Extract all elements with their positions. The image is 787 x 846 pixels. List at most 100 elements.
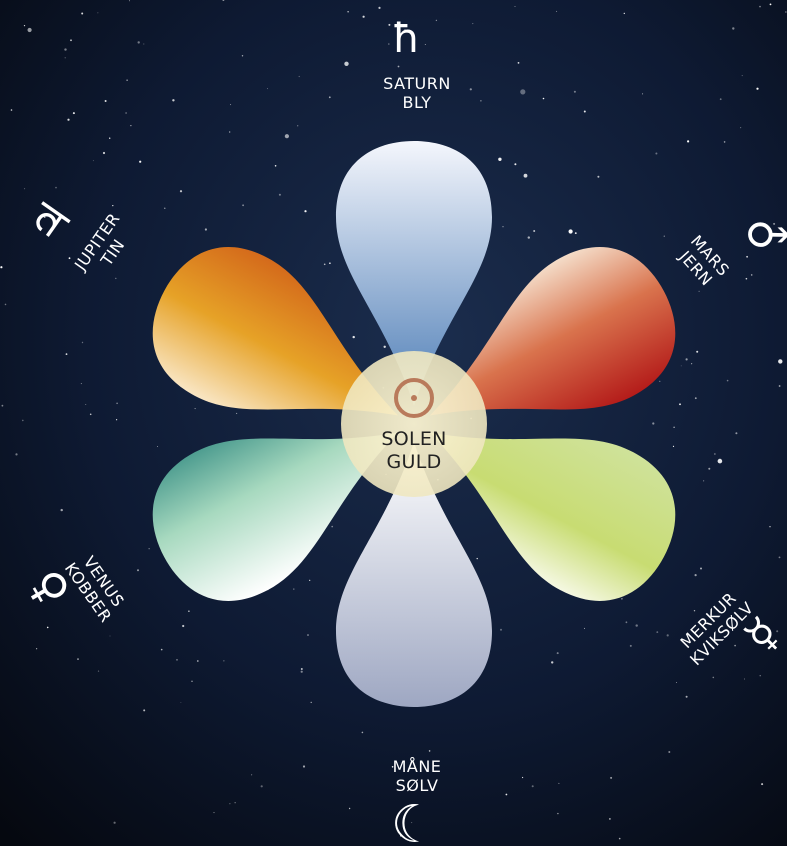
star <box>267 88 268 89</box>
star <box>676 682 677 683</box>
star <box>734 645 736 647</box>
star <box>64 48 66 50</box>
star <box>384 346 386 348</box>
star <box>667 634 669 636</box>
star <box>24 25 25 26</box>
star <box>636 624 638 626</box>
star <box>98 671 99 672</box>
saturn-label-line1: SATURN <box>357 74 477 93</box>
star <box>164 208 165 209</box>
star <box>126 80 127 81</box>
star <box>229 131 230 132</box>
star <box>116 403 118 405</box>
star <box>307 634 309 636</box>
star <box>718 459 723 464</box>
star <box>98 13 99 14</box>
star <box>114 822 116 824</box>
star <box>436 20 437 21</box>
star <box>691 363 692 364</box>
mane-label-line2: SØLV <box>357 776 477 795</box>
star <box>724 141 726 143</box>
star <box>760 675 761 676</box>
star <box>85 404 86 405</box>
star <box>157 446 158 447</box>
star <box>103 152 105 154</box>
star <box>285 134 289 138</box>
star <box>624 13 625 14</box>
star <box>65 57 66 58</box>
star <box>518 62 520 64</box>
star <box>503 226 504 227</box>
star <box>188 611 189 612</box>
star <box>388 24 390 26</box>
star <box>668 751 670 753</box>
star <box>138 41 140 43</box>
star <box>69 257 71 259</box>
star <box>506 794 508 796</box>
star <box>181 702 182 703</box>
star <box>575 232 577 234</box>
star <box>15 453 17 455</box>
star <box>191 681 192 682</box>
star <box>694 610 695 611</box>
star <box>727 380 729 382</box>
star <box>584 111 586 113</box>
star <box>514 163 516 165</box>
star <box>362 732 364 734</box>
star <box>686 696 688 698</box>
star <box>353 336 355 338</box>
star <box>73 112 75 114</box>
star <box>137 569 139 571</box>
star <box>779 385 781 387</box>
star <box>236 413 237 414</box>
star <box>363 16 365 18</box>
star <box>130 125 131 126</box>
star <box>700 568 702 570</box>
star <box>229 803 230 804</box>
star <box>311 702 312 703</box>
star <box>532 785 534 787</box>
star <box>703 480 704 481</box>
star <box>619 838 621 840</box>
star <box>740 127 741 128</box>
star <box>429 750 431 752</box>
star <box>785 11 786 12</box>
star <box>574 91 576 93</box>
star <box>751 274 753 276</box>
star <box>28 28 32 32</box>
star <box>744 679 745 680</box>
star <box>115 278 116 279</box>
star <box>301 668 303 670</box>
star <box>47 627 49 629</box>
star <box>699 291 700 292</box>
star <box>301 671 303 673</box>
star <box>344 62 348 66</box>
star <box>214 812 215 813</box>
star <box>70 39 72 41</box>
star <box>36 648 37 649</box>
star <box>309 580 310 581</box>
star <box>197 660 199 662</box>
star <box>732 27 734 29</box>
star <box>584 628 585 629</box>
star <box>331 526 333 528</box>
star <box>143 44 144 45</box>
star <box>769 526 770 527</box>
star <box>708 468 710 470</box>
star <box>398 66 400 68</box>
star <box>24 188 25 189</box>
star <box>349 808 350 809</box>
saturn-label-line2: BLY <box>357 93 477 112</box>
star <box>116 419 117 420</box>
star <box>235 802 236 803</box>
star <box>195 408 196 409</box>
moon-symbol-icon: ☾ <box>391 795 438 846</box>
star <box>557 813 558 814</box>
star <box>556 11 557 12</box>
star <box>569 229 573 233</box>
star <box>642 93 643 94</box>
star <box>609 818 611 820</box>
star <box>681 366 682 367</box>
star <box>621 598 623 600</box>
star <box>67 119 69 121</box>
